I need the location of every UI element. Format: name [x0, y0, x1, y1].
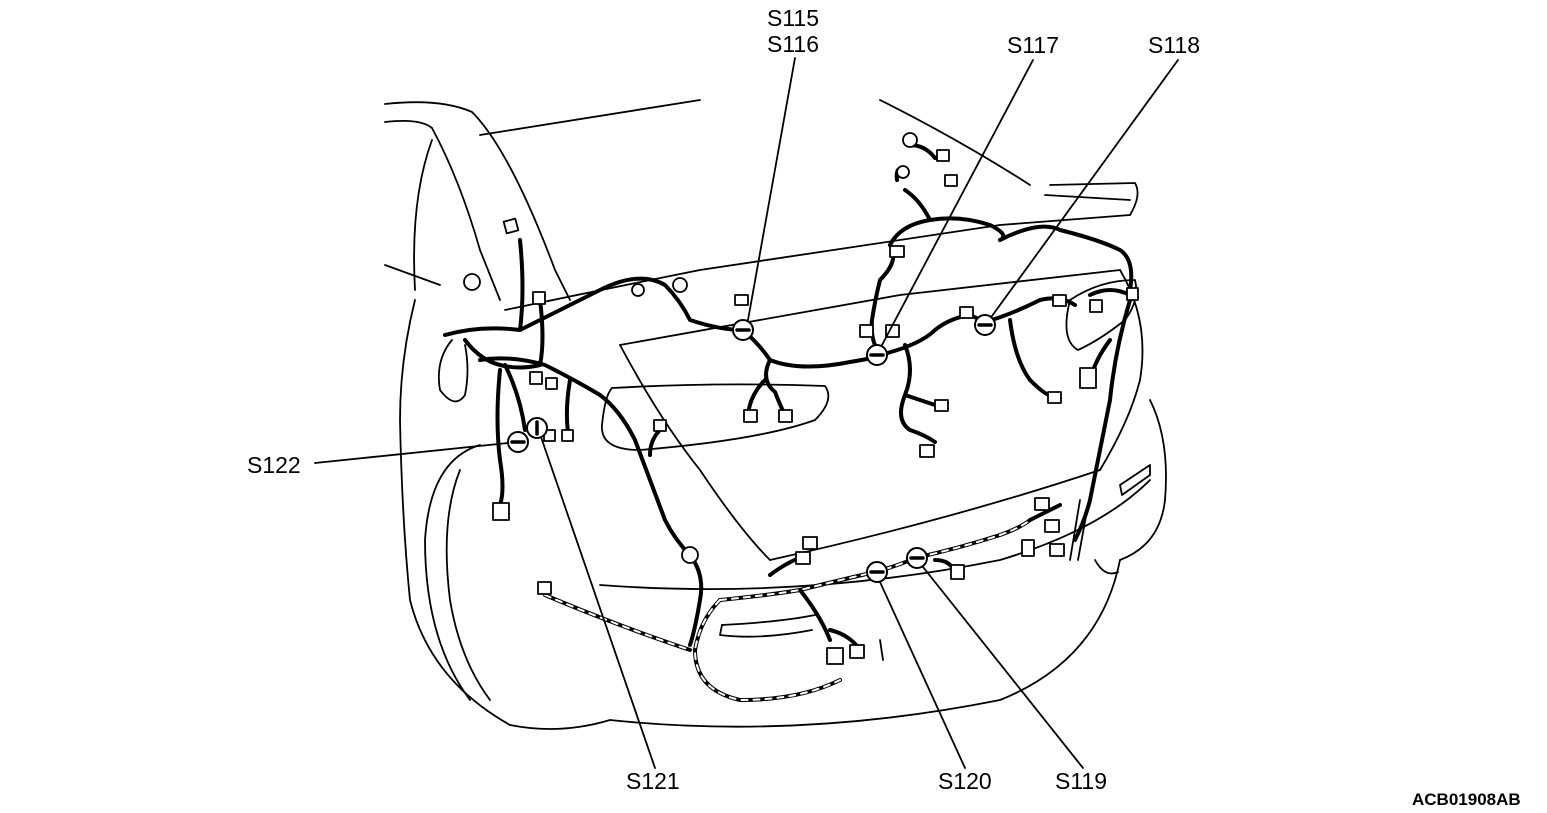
car-body-outline [384, 99, 1167, 730]
connectors [463, 132, 1139, 665]
splice-s122 [507, 431, 529, 453]
label-s118: S118 [1148, 32, 1201, 58]
splice-s117 [866, 344, 888, 366]
label-s117: S117 [1007, 32, 1060, 58]
label-s121: S121 [626, 768, 680, 794]
leader-lines [314, 57, 1179, 769]
figure-code: ACB01908AB [1412, 790, 1521, 809]
splice-markers [507, 314, 996, 583]
bumper-harness-corrugated [544, 519, 1031, 701]
splice-s120 [866, 561, 888, 583]
label-s116: S116 [767, 31, 820, 57]
splice-s118 [974, 314, 996, 336]
label-s119: S119 [1055, 768, 1108, 794]
label-s115: S115 [767, 5, 820, 31]
splice-s121 [526, 417, 548, 439]
label-s120: S120 [938, 768, 992, 794]
splice-s115-s116 [732, 319, 754, 341]
label-s122: S122 [247, 452, 301, 478]
splice-s119 [906, 547, 928, 569]
